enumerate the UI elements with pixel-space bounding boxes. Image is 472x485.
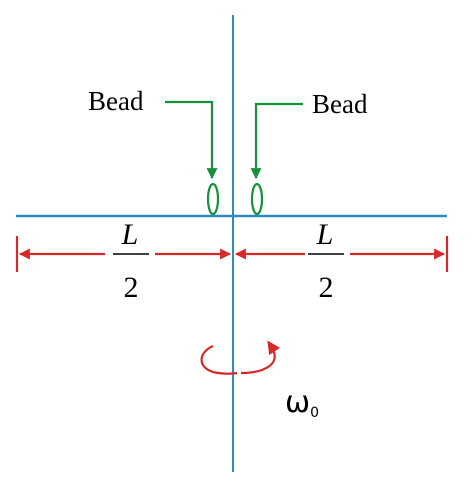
bead-right-label: Bead xyxy=(312,89,368,119)
bead-left-label: Bead xyxy=(88,86,144,116)
omega-symbol: ω xyxy=(285,385,310,420)
right-fraction-denominator: 2 xyxy=(319,271,334,304)
rotation-arc-left xyxy=(200,344,238,375)
bead-left xyxy=(206,182,220,216)
omega-subscript: 0 xyxy=(310,405,319,421)
rotation-arc-right xyxy=(240,340,281,375)
left-fraction-denominator: 2 xyxy=(124,271,139,304)
bead-right-pointer xyxy=(250,102,303,180)
bead-right xyxy=(250,182,264,216)
bead-left-pointer xyxy=(165,100,218,180)
angular-velocity-label: ω0 xyxy=(285,385,319,421)
right-fraction-numerator: L xyxy=(316,218,334,251)
left-fraction-numerator: L xyxy=(121,218,139,251)
